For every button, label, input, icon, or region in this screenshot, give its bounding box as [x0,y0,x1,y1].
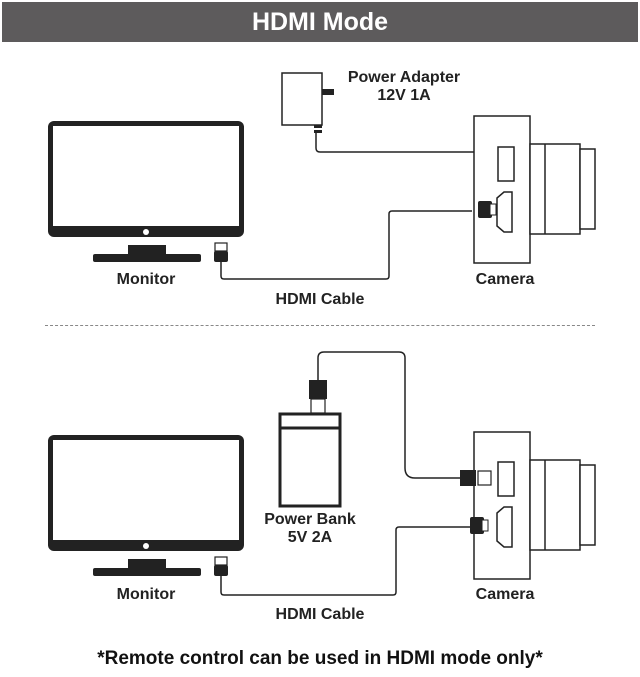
monitor-label-top: Monitor [116,271,176,288]
monitor-icon-top [48,121,244,262]
power-adapter-spec: 12V 1A [377,87,431,104]
hdmi-cable-bottom [220,526,470,596]
hdmi-plug-icon-monitor-top [214,242,228,262]
camera-icon-bottom [460,431,596,580]
power-bank-name: Power Bank [264,511,356,528]
usb-cable-bottom [317,351,460,479]
section-divider [45,325,595,326]
power-bank-label: Power Bank 5V 2A [240,511,380,547]
power-adapter-icon [281,72,334,133]
page-title: HDMI Mode [251,7,389,36]
power-adapter-label: Power Adapter 12V 1A [334,69,474,105]
power-bank-icon [278,380,342,508]
power-bank-spec: 5V 2A [287,529,333,546]
monitor-label-bottom: Monitor [116,586,176,603]
monitor-icon-bottom [48,435,244,576]
page-title-banner: HDMI Mode [2,2,638,42]
hdmi-plug-icon-monitor-bottom [214,556,228,576]
footer-note: *Remote control can be used in HDMI mode… [97,648,543,669]
power-adapter-name: Power Adapter [347,69,461,86]
camera-label-bottom: Camera [475,586,535,603]
hdmi-cable-top [220,210,472,280]
camera-label-top: Camera [475,271,535,288]
hdmi-cable-label-bottom: HDMI Cable [275,606,365,623]
hdmi-cable-label-top: HDMI Cable [275,291,365,308]
power-cable-top [315,133,474,153]
camera-icon-top [473,115,596,264]
